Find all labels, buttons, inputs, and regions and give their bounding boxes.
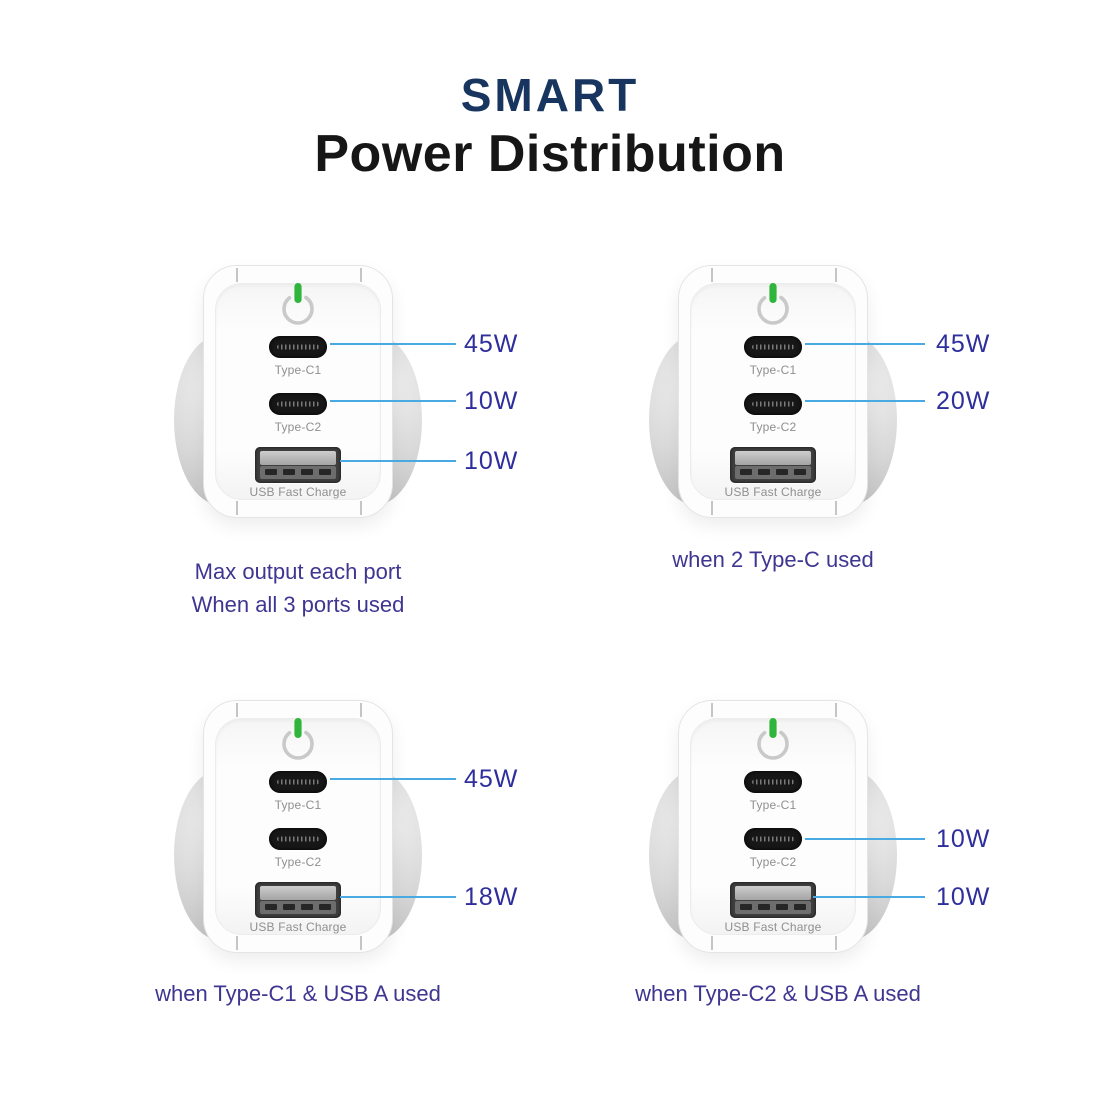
usb-a-tongue: [735, 451, 811, 465]
port-label-usb: USB Fast Charge: [249, 920, 347, 934]
usb-c-port-2: [744, 393, 802, 415]
watt-label-usb: 18W: [464, 883, 519, 911]
usb-a-tongue: [260, 886, 336, 900]
charger-illustration: Type-C1 Type-C2 USB Fast Charge: [174, 265, 422, 518]
seam-line: [711, 936, 713, 950]
charger-caption: when 2 Type-C used: [598, 543, 948, 576]
usb-a-port: [730, 882, 816, 918]
callout-line: [330, 343, 456, 345]
watt-label-typec1: 45W: [464, 330, 519, 358]
watt-label-typec2: 10W: [936, 825, 991, 853]
charger-body: Type-C1 Type-C2 USB Fast Charge: [203, 700, 393, 953]
charger-caption: Max output each port When all 3 ports us…: [123, 555, 473, 621]
port-label-type-c2: Type-C2: [274, 420, 322, 434]
charger-body: Type-C1 Type-C2 USB Fast Charge: [203, 265, 393, 518]
watt-label-typec2: 20W: [936, 387, 991, 415]
seam-line: [360, 268, 362, 282]
seam-line: [711, 703, 713, 717]
power-icon: [279, 716, 317, 762]
usb-c-port-1: [744, 771, 802, 793]
port-label-usb: USB Fast Charge: [724, 920, 822, 934]
charger-face: Type-C1 Type-C2 USB Fast Charge: [215, 283, 381, 500]
callout-line: [805, 838, 925, 840]
seam-line: [236, 703, 238, 717]
seam-line: [236, 501, 238, 515]
usb-a-port: [255, 447, 341, 483]
callout-line: [340, 896, 456, 898]
seam-line: [236, 936, 238, 950]
port-label-type-c1: Type-C1: [274, 798, 322, 812]
charger-face: Type-C1 Type-C2 USB Fast Charge: [690, 283, 856, 500]
usb-a-pins: [265, 469, 331, 476]
charger-body: Type-C1 Type-C2 USB Fast Charge: [678, 700, 868, 953]
seam-line: [236, 268, 238, 282]
callout-line: [805, 400, 925, 402]
charger-caption: when Type-C1 & USB A used: [108, 977, 488, 1010]
power-icon: [754, 716, 792, 762]
charger-illustration: Type-C1 Type-C2 USB Fast Charge: [649, 700, 897, 953]
seam-line: [711, 268, 713, 282]
caption-line: Max output each port: [194, 559, 402, 584]
page-title: Power Distribution: [314, 125, 786, 183]
usb-c-port-1: [744, 336, 802, 358]
port-label-type-c1: Type-C1: [749, 363, 797, 377]
charger-caption: when Type-C2 & USB A used: [588, 977, 968, 1010]
usb-c-port-1: [269, 336, 327, 358]
watt-label-typec1: 45W: [464, 765, 519, 793]
usb-c-port-2: [269, 393, 327, 415]
usb-c-port-2: [269, 828, 327, 850]
brand-title: SMART: [460, 69, 640, 121]
power-icon: [279, 281, 317, 327]
port-label-type-c2: Type-C2: [749, 420, 797, 434]
usb-a-pins: [740, 469, 806, 476]
caption-line: when Type-C2 & USB A used: [635, 981, 921, 1006]
port-label-usb: USB Fast Charge: [249, 485, 347, 499]
port-label-type-c1: Type-C1: [274, 363, 322, 377]
port-label-type-c2: Type-C2: [274, 855, 322, 869]
seam-line: [835, 936, 837, 950]
caption-line: When all 3 ports used: [191, 592, 405, 617]
charger-illustration: Type-C1 Type-C2 USB Fast Charge: [174, 700, 422, 953]
usb-c-port-2: [744, 828, 802, 850]
usb-a-port: [730, 447, 816, 483]
seam-line: [835, 703, 837, 717]
power-icon: [754, 281, 792, 327]
usb-c-port-1: [269, 771, 327, 793]
port-label-type-c2: Type-C2: [749, 855, 797, 869]
caption-line: when 2 Type-C used: [672, 547, 874, 572]
seam-line: [835, 268, 837, 282]
charger-face: Type-C1 Type-C2 USB Fast Charge: [690, 718, 856, 935]
callout-line: [330, 400, 456, 402]
watt-label-typec2: 10W: [464, 387, 519, 415]
watt-label-usb: 10W: [464, 447, 519, 475]
caption-line: when Type-C1 & USB A used: [155, 981, 441, 1006]
seam-line: [711, 501, 713, 515]
watt-label-typec1: 45W: [936, 330, 991, 358]
charger-face: Type-C1 Type-C2 USB Fast Charge: [215, 718, 381, 935]
callout-line: [340, 460, 456, 462]
callout-line: [805, 343, 925, 345]
seam-line: [360, 936, 362, 950]
seam-line: [835, 501, 837, 515]
seam-line: [360, 501, 362, 515]
charger-body: Type-C1 Type-C2 USB Fast Charge: [678, 265, 868, 518]
callout-line: [330, 778, 456, 780]
charger-illustration: Type-C1 Type-C2 USB Fast Charge: [649, 265, 897, 518]
usb-a-port: [255, 882, 341, 918]
usb-a-tongue: [735, 886, 811, 900]
usb-a-pins: [740, 904, 806, 911]
usb-a-pins: [265, 904, 331, 911]
usb-a-tongue: [260, 451, 336, 465]
watt-label-usb: 10W: [936, 883, 991, 911]
seam-line: [360, 703, 362, 717]
callout-line: [813, 896, 925, 898]
port-label-type-c1: Type-C1: [749, 798, 797, 812]
port-label-usb: USB Fast Charge: [724, 485, 822, 499]
